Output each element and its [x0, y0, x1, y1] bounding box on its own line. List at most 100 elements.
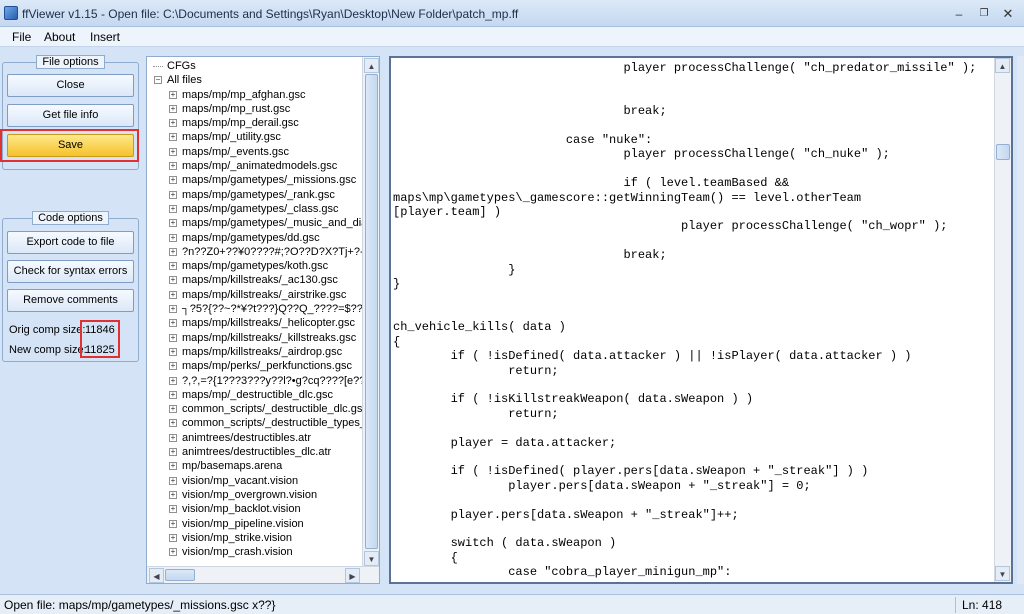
menu-insert[interactable]: Insert [90, 30, 121, 44]
minimize-button[interactable]: – [955, 7, 963, 21]
tree-file-item[interactable]: +vision/mp_pipeline.vision [147, 517, 363, 531]
scroll-down-arrow-icon[interactable]: ▼ [364, 551, 379, 566]
tree-file-item[interactable]: +mp/basemaps.arena [147, 459, 363, 473]
tree-file-item[interactable]: +maps/mp/gametypes/_music_and_dia [147, 216, 363, 230]
expand-icon[interactable]: + [169, 275, 177, 285]
tree-vertical-scrollbar[interactable]: ▲ ▼ [362, 57, 379, 567]
tree-file-item[interactable]: +vision/mp_strike.vision [147, 531, 363, 545]
expand-icon[interactable]: + [169, 103, 177, 113]
expand-icon[interactable]: + [169, 118, 177, 128]
expand-icon[interactable]: + [169, 189, 177, 199]
export-code-button[interactable]: Export code to file [7, 231, 134, 254]
expand-icon[interactable]: + [169, 89, 177, 99]
expand-icon[interactable]: + [169, 475, 177, 485]
expand-icon[interactable]: + [169, 361, 177, 371]
tree-file-label: maps/mp/mp_rust.gsc [182, 102, 291, 115]
scroll-up-arrow-icon[interactable]: ▲ [364, 58, 379, 73]
expand-icon[interactable]: + [169, 146, 177, 156]
tree-file-item[interactable]: +vision/mp_vacant.vision [147, 474, 363, 488]
scroll-down-arrow-icon[interactable]: ▼ [995, 566, 1010, 581]
expand-icon[interactable]: + [169, 375, 177, 385]
tree-file-item[interactable]: +animtrees/destructibles.atr [147, 431, 363, 445]
tree-file-item[interactable]: +maps/mp/gametypes/_missions.gsc [147, 173, 363, 187]
expand-icon[interactable]: + [169, 418, 177, 428]
tree-node-all-files[interactable]: − All files [147, 73, 363, 87]
tree-file-item[interactable]: +vision/mp_crash.vision [147, 545, 363, 559]
tree-file-item[interactable]: +maps/mp/_utility.gsc [147, 130, 363, 144]
tree-file-item[interactable]: +maps/mp/_animatedmodels.gsc [147, 159, 363, 173]
tree-file-item[interactable]: +maps/mp/killstreaks/_ac130.gsc [147, 273, 363, 287]
expand-icon[interactable]: + [169, 404, 177, 414]
remove-comments-button[interactable]: Remove comments [7, 289, 134, 312]
tree-file-item[interactable]: +maps/mp/mp_derail.gsc [147, 116, 363, 130]
expand-icon[interactable]: + [169, 332, 177, 342]
code-scroll-thumb[interactable] [996, 144, 1010, 160]
expand-icon[interactable]: + [169, 346, 177, 356]
expand-icon[interactable]: + [169, 232, 177, 242]
expand-icon[interactable]: + [169, 304, 177, 314]
close-window-button[interactable]: ✕ [1002, 6, 1014, 21]
expand-icon[interactable]: + [169, 504, 177, 514]
tree-file-item[interactable]: +?n??Z0+??¥0????#;?O??D?X?Tj+?-?k [147, 245, 363, 259]
expand-icon[interactable]: + [169, 246, 177, 256]
expand-icon[interactable]: + [169, 532, 177, 542]
menu-file[interactable]: File [12, 30, 32, 44]
expand-icon[interactable]: + [169, 261, 177, 271]
tree-file-item[interactable]: +common_scripts/_destructible_types_ [147, 416, 363, 430]
tree-file-item[interactable]: + maps/mp/gametypes/dd.gsc [147, 231, 363, 245]
tree-file-item[interactable]: +vision/mp_backlot.vision [147, 502, 363, 516]
tree-file-label: maps/mp/killstreaks/_airstrike.gsc [182, 288, 347, 301]
tree-file-item[interactable]: +maps/mp/mp_afghan.gsc [147, 88, 363, 102]
code-editor[interactable]: player processChallenge( "ch_predator_mi… [389, 56, 1013, 584]
tree-file-item[interactable]: +maps/mp/gametypes/_rank.gsc [147, 188, 363, 202]
menu-about[interactable]: About [44, 30, 76, 44]
expand-icon[interactable]: + [169, 489, 177, 499]
tree-file-item[interactable]: + maps/mp/killstreaks/_airstrike.gsc [147, 288, 363, 302]
scroll-left-arrow-icon[interactable]: ◀ [149, 568, 164, 583]
expand-icon[interactable]: + [169, 203, 177, 213]
expand-icon[interactable]: + [169, 447, 177, 457]
size-highlight-box [80, 320, 120, 358]
expand-icon[interactable]: + [169, 175, 177, 185]
tree-file-item[interactable]: +maps/mp/perks/_perkfunctions.gsc [147, 359, 363, 373]
save-button[interactable]: Save [7, 134, 134, 157]
tree-file-item[interactable]: +┐?5?{??~?*¥?t???}Q??Q_????=$???? [147, 302, 363, 316]
scroll-up-arrow-icon[interactable]: ▲ [995, 58, 1010, 73]
tree-horizontal-scrollbar[interactable]: ◀ ▶ [147, 566, 379, 583]
tree-file-item[interactable]: +maps/mp/gametypes/koth.gsc [147, 259, 363, 273]
expand-icon[interactable]: + [169, 132, 177, 142]
expand-icon[interactable]: + [169, 461, 177, 471]
tree-scroll-thumb[interactable] [365, 74, 378, 549]
tree-node-cfgs[interactable]: CFGs [147, 59, 363, 73]
expand-icon[interactable]: + [169, 389, 177, 399]
get-file-info-button[interactable]: Get file info [7, 104, 134, 127]
expand-icon[interactable]: + [169, 547, 177, 557]
expand-icon[interactable]: + [169, 518, 177, 528]
tree-file-item[interactable]: +maps/mp/killstreaks/_helicopter.gsc [147, 316, 363, 330]
tree-file-item[interactable]: +?,?,=?{1???3???y??l?•g?cq????[e??? [147, 374, 363, 388]
tree-file-item[interactable]: +vision/mp_overgrown.vision [147, 488, 363, 502]
scroll-right-arrow-icon[interactable]: ▶ [345, 568, 360, 583]
tree-file-item[interactable]: +animtrees/destructibles_dlc.atr [147, 445, 363, 459]
tree-file-item[interactable]: +maps/mp/killstreaks/_airdrop.gsc [147, 345, 363, 359]
tree-hscroll-thumb[interactable] [165, 569, 195, 581]
tree-file-item[interactable]: +maps/mp/_destructible_dlc.gsc [147, 388, 363, 402]
close-file-button[interactable]: Close [7, 74, 134, 97]
tree-file-item[interactable]: + maps/mp/mp_rust.gsc [147, 102, 363, 116]
tree-file-item[interactable]: +maps/mp/_events.gsc [147, 145, 363, 159]
code-vertical-scrollbar[interactable]: ▲ ▼ [994, 58, 1011, 582]
collapse-icon[interactable]: − [154, 75, 162, 85]
code-text[interactable]: player processChallenge( "ch_predator_mi… [393, 61, 977, 580]
check-syntax-button[interactable]: Check for syntax errors [7, 260, 134, 283]
maximize-button[interactable]: ❐ [979, 8, 989, 19]
expand-icon[interactable]: + [169, 218, 177, 228]
expand-icon[interactable]: + [169, 432, 177, 442]
expand-icon[interactable]: + [169, 161, 177, 171]
tree-file-label: maps/mp/gametypes/dd.gsc [182, 231, 320, 244]
file-tree[interactable]: CFGs − All files +maps/mp/mp_afghan.gsc+… [146, 56, 380, 584]
tree-file-item[interactable]: +maps/mp/gametypes/_class.gsc [147, 202, 363, 216]
tree-file-item[interactable]: +common_scripts/_destructible_dlc.gsc [147, 402, 363, 416]
expand-icon[interactable]: + [169, 318, 177, 328]
expand-icon[interactable]: + [169, 289, 177, 299]
tree-file-item[interactable]: +maps/mp/killstreaks/_killstreaks.gsc [147, 331, 363, 345]
